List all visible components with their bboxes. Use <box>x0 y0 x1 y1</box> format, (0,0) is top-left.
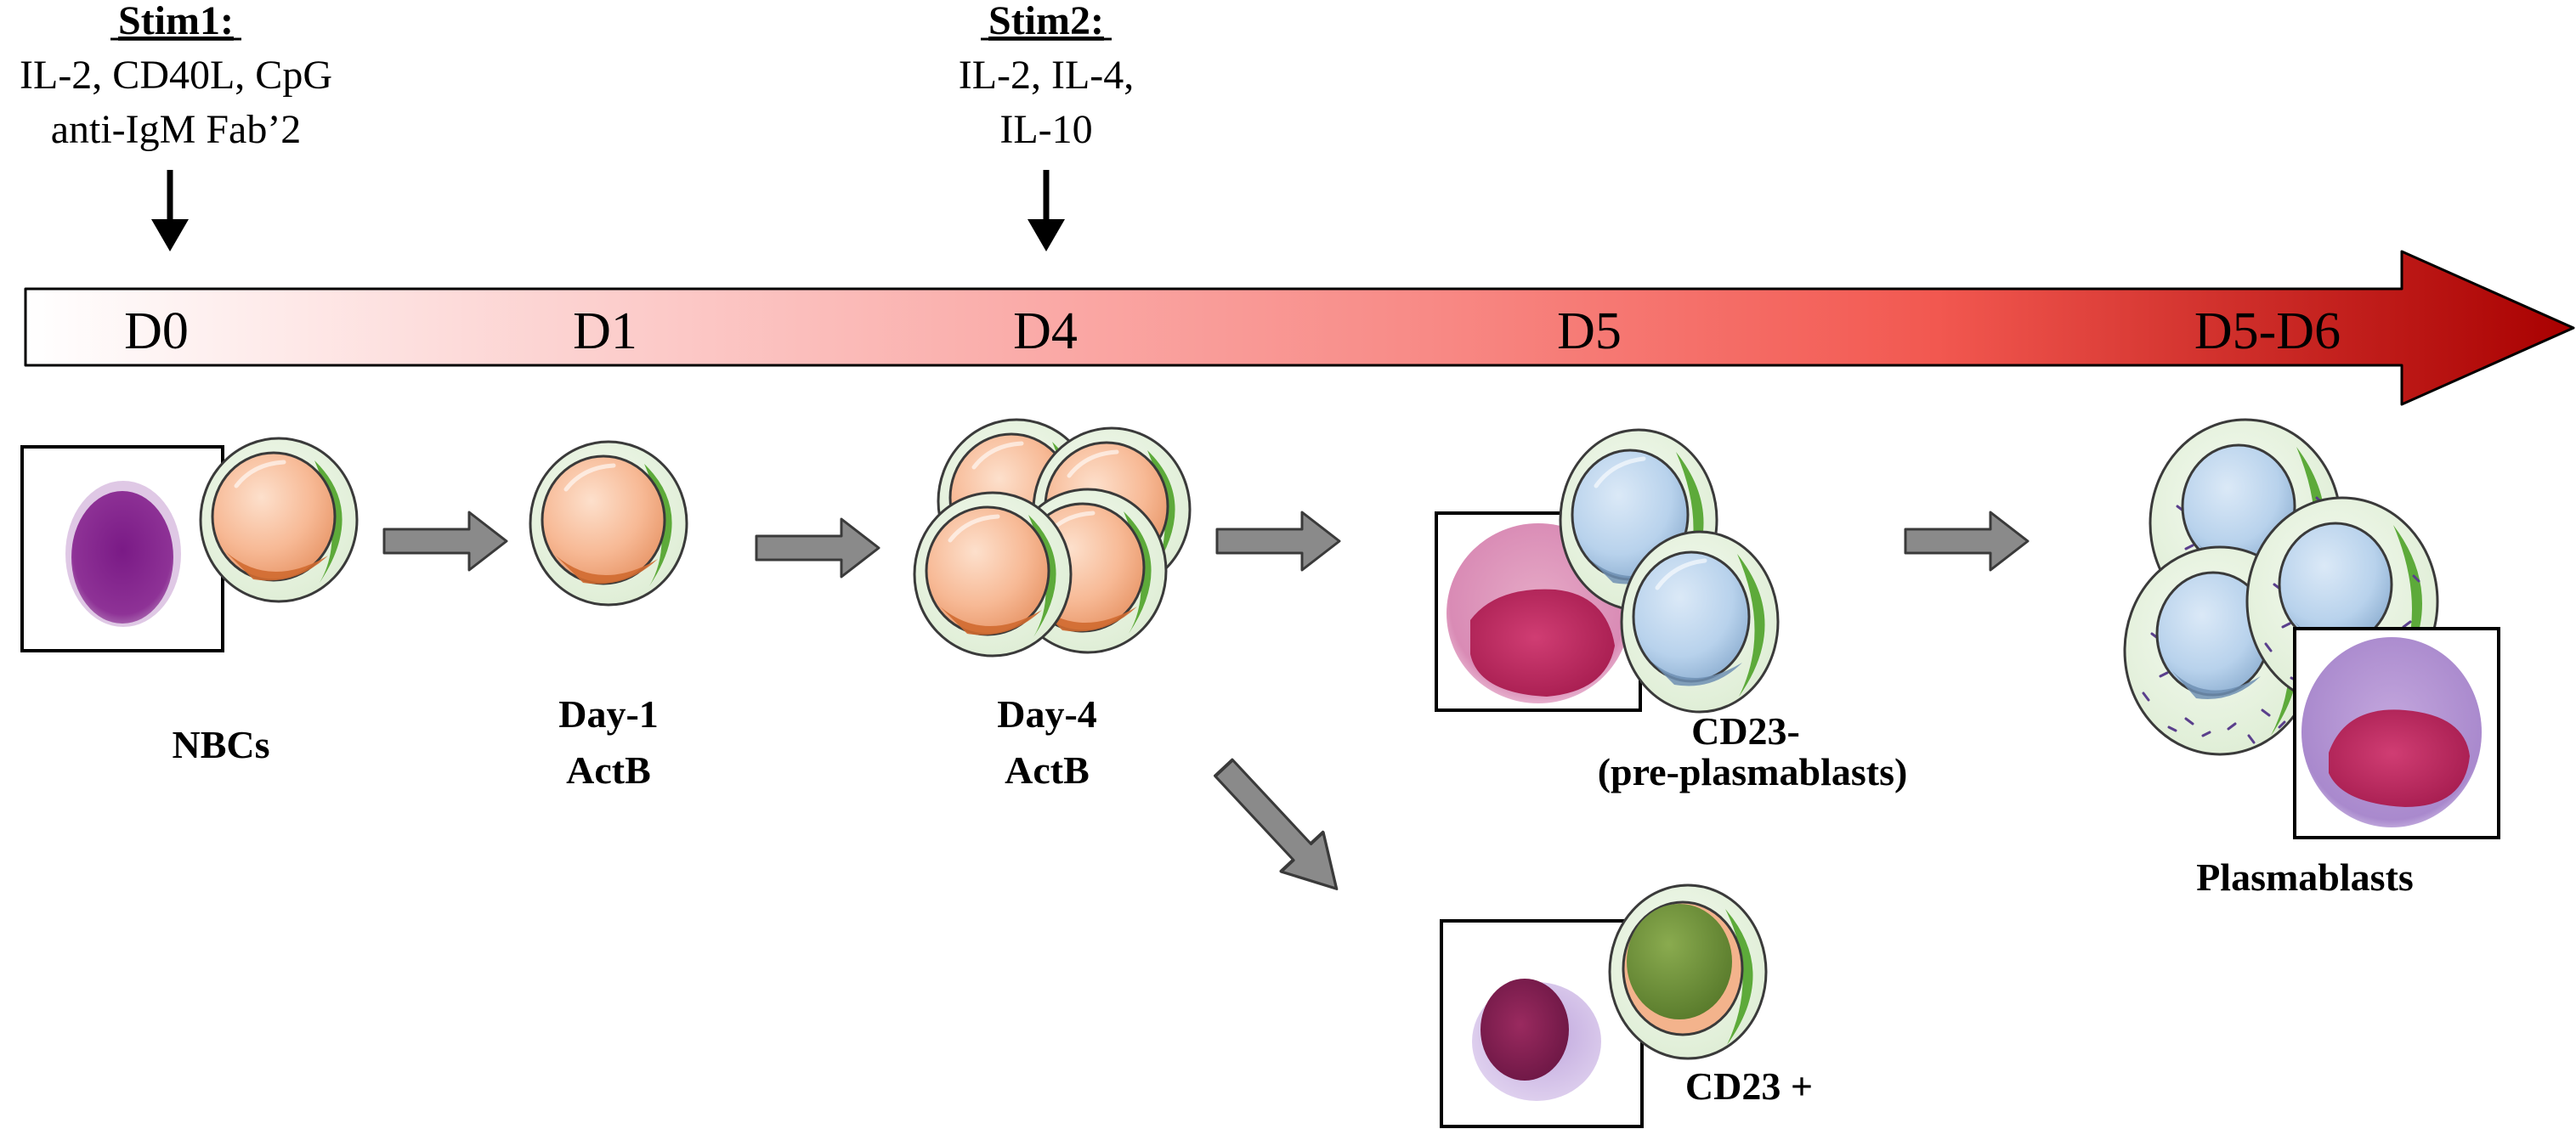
plasmablast-stage: Plasmablasts <box>2123 418 2500 899</box>
stim2-line-2: IL-10 <box>999 107 1092 152</box>
nbc-stage: NBCs <box>20 438 357 766</box>
stim2-block: Stim2: IL-2, IL-4, IL-10 <box>959 0 1135 251</box>
process-arrow-3 <box>1215 511 1341 572</box>
nbc-micrograph <box>20 445 224 652</box>
cd23pos-label: CD23 + <box>1685 1064 1813 1108</box>
timeline-label-d5-d6: D5-D6 <box>2194 302 2341 360</box>
day4-cell-cluster <box>914 420 1190 656</box>
stim2-line-1: IL-2, IL-4, <box>959 53 1135 98</box>
process-arrow-4-diagonal <box>1201 747 1360 911</box>
day1-label-line-1: Day-1 <box>558 692 659 736</box>
timeline-label-d0: D0 <box>124 302 189 360</box>
nbc-cell-illustration <box>201 438 357 601</box>
cd23pos-micrograph <box>1440 919 1644 1128</box>
cd23neg-label-line-2: (pre-plasmablasts) <box>1598 750 1908 793</box>
process-arrow-2 <box>755 517 880 579</box>
stim2-title: Stim2: <box>988 0 1104 43</box>
cd23pos-stage: CD23 + <box>1440 883 1813 1128</box>
day4-label-line-2: ActB <box>1005 748 1090 792</box>
day1-label-line-2: ActB <box>566 748 651 792</box>
stim1-title: Stim1: <box>118 0 234 43</box>
day1-cell-illustration <box>530 442 687 605</box>
timeline-label-d5: D5 <box>1557 302 1622 360</box>
stim1-line-2: anti-IgM Fab’2 <box>51 107 302 152</box>
stim1-line-1: IL-2, CD40L, CpG <box>20 53 332 98</box>
timeline-label-d1: D1 <box>573 302 637 360</box>
cd23neg-label-line-1: CD23- <box>1691 709 1800 753</box>
process-arrow-1 <box>382 511 508 572</box>
plasmablast-micrograph <box>2293 627 2500 839</box>
timeline-arrow: D0 D1 D4 D5 D5-D6 <box>24 250 2575 406</box>
stim1-block: Stim1: IL-2, CD40L, CpG anti-IgM Fab’2 <box>20 0 332 251</box>
cd23pos-cell-illustration <box>1608 883 1768 1060</box>
cd23neg-stage: CD23- (pre-plasmablasts) <box>1435 430 1908 793</box>
nbc-label: NBCs <box>172 723 269 766</box>
plasmablast-label: Plasmablasts <box>2196 855 2414 899</box>
stim2-down-arrow <box>1028 170 1065 251</box>
process-arrow-5 <box>1904 511 2030 572</box>
day1-stage: Day-1 ActB <box>530 442 687 792</box>
cd23neg-micrograph <box>1435 511 1642 712</box>
day4-stage: Day-4 ActB <box>914 420 1190 792</box>
timeline-label-d4: D4 <box>1013 302 1078 360</box>
day4-label-line-1: Day-4 <box>997 692 1097 736</box>
stim1-down-arrow <box>151 170 189 251</box>
